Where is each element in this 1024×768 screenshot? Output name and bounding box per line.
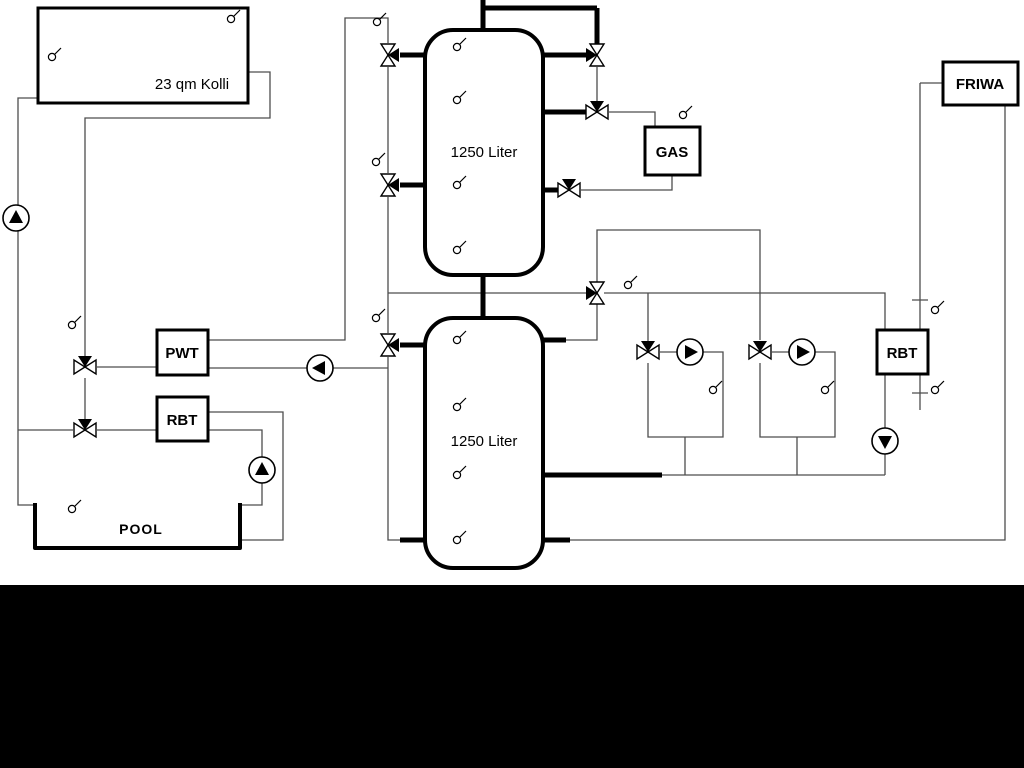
- pwt-label: PWT: [165, 345, 198, 362]
- pool-label: POOL: [119, 521, 163, 537]
- pump-icon-pwt: [306, 354, 334, 382]
- pump-icon-circuit-2: [788, 338, 816, 366]
- rbt-left-label: RBT: [167, 412, 198, 429]
- gas-boiler-label: GAS: [656, 144, 689, 161]
- solar-collector-label: 23 qm Kolli: [155, 76, 229, 93]
- friwa-box: [941, 60, 1020, 107]
- rbt-left-box: [155, 395, 210, 443]
- friwa-label: FRIWA: [956, 76, 1004, 93]
- pipe-run-thin: [17, 17, 1006, 541]
- pump-icon-solar: [2, 204, 30, 232]
- buffer-tank-top-label: 1250 Liter: [451, 144, 518, 161]
- pump-icon-pool: [248, 456, 276, 484]
- buffer-tank-top: [423, 28, 545, 277]
- pump-icon-rbt-right: [871, 427, 899, 455]
- rbt-right-label: RBT: [887, 345, 918, 362]
- buffer-tank-bottom-label: 1250 Liter: [451, 433, 518, 450]
- bottom-black-bar: [0, 585, 1024, 768]
- buffer-tank-bottom: [423, 316, 545, 570]
- rbt-right-box: [875, 328, 930, 376]
- pool-basin: [33, 503, 242, 550]
- pipe-run-thick: [400, 0, 662, 543]
- pump-icon-circuit-1: [676, 338, 704, 366]
- pwt-heat-exchanger-box: [155, 328, 210, 377]
- solar-collector-box: [36, 6, 250, 105]
- gas-boiler-box: [643, 125, 702, 177]
